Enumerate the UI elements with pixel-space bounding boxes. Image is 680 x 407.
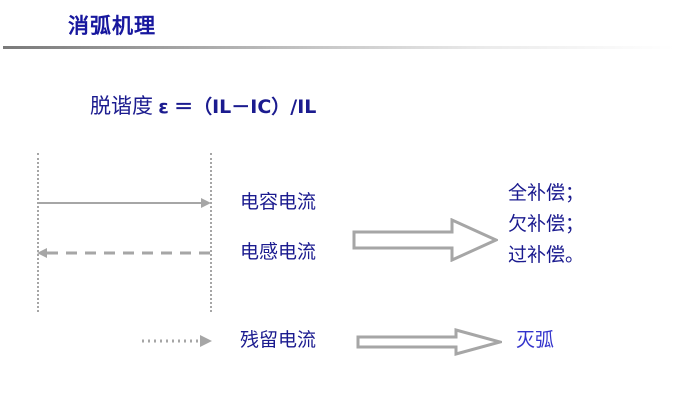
compensation-block-arrow <box>352 218 498 262</box>
compensation-item-full: 全补偿； <box>508 183 585 204</box>
reference-line-right <box>210 153 212 312</box>
reference-line-left <box>37 153 39 312</box>
detuning-formula: 脱谐度 ε ＝（IL－IC）/IL <box>90 92 316 121</box>
compensation-item-under: 欠补偿； <box>508 214 585 235</box>
formula-epsilon-symbol: ε <box>158 96 169 118</box>
formula-expression: ＝（IL－IC）/IL <box>174 96 317 118</box>
compensation-item-over: 过补偿。 <box>508 245 585 266</box>
page-title: 消弧机理 <box>68 14 156 38</box>
arc-result-block-arrow <box>356 328 502 356</box>
arc-extinguishing-label: 灭弧 <box>516 330 555 351</box>
capacitive-current-arrow <box>37 196 211 210</box>
compensation-list: 全补偿； 欠补偿； 过补偿。 <box>508 178 584 271</box>
title-divider <box>3 46 675 49</box>
residual-current-arrow <box>142 334 212 348</box>
formula-lead-text: 脱谐度 <box>90 94 153 118</box>
inductive-current-label: 电感电流 <box>240 242 317 263</box>
residual-current-label: 残留电流 <box>240 330 317 351</box>
inductive-current-arrow <box>37 246 211 260</box>
capacitive-current-label: 电容电流 <box>240 192 317 213</box>
